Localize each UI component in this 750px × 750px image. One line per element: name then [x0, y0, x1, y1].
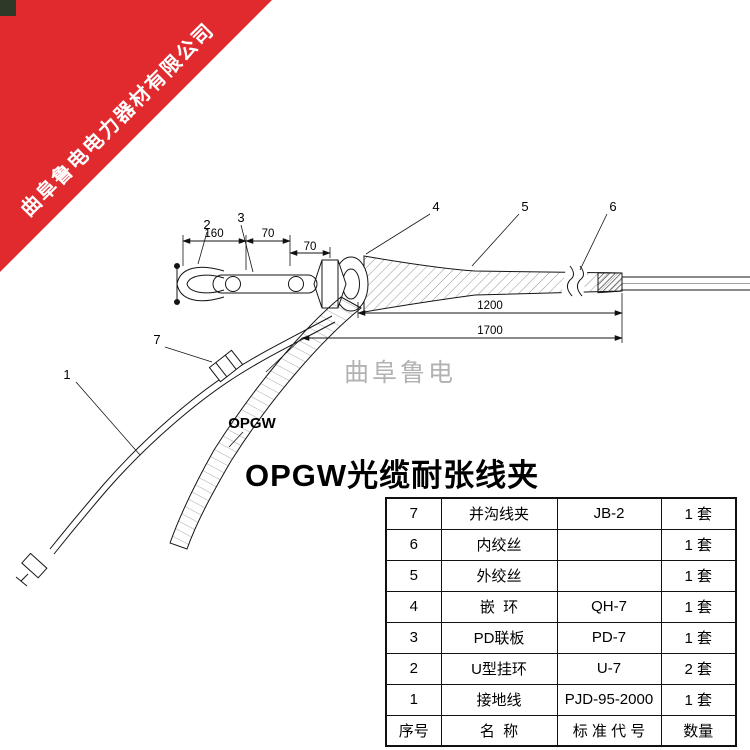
- cell-standard: [556, 528, 662, 561]
- dimension-1200: 1200: [477, 300, 503, 312]
- cell-no: 1: [385, 683, 442, 716]
- terminal-lug: [15, 552, 48, 587]
- dimension-1700: 1700: [477, 325, 503, 337]
- callout-3: 3: [237, 210, 244, 225]
- table-row: 1 接地线 PJD-95-2000 1 套: [385, 683, 737, 716]
- callout-1-leader: [75, 381, 141, 456]
- u-shackle: [174, 263, 225, 305]
- callout-4-leader: [365, 213, 431, 255]
- opgw-label: OPGW: [228, 415, 276, 432]
- table-row: 2 U型挂环 U-7 2 套: [385, 652, 737, 685]
- cell-name: 并沟线夹: [440, 497, 558, 530]
- header-no: 序号: [385, 714, 442, 747]
- callout-1: 1: [63, 367, 70, 382]
- cell-no: 3: [385, 621, 442, 654]
- callout-5: 5: [521, 199, 528, 214]
- callout-7: 7: [153, 332, 160, 347]
- dimension-lines: [182, 238, 623, 341]
- cell-standard: QH-7: [556, 590, 662, 623]
- ground-wire: [49, 315, 336, 555]
- cell-qty: 1 套: [660, 683, 737, 716]
- drawing-title: OPGW光缆耐张线夹: [245, 458, 540, 493]
- link-plate: [212, 274, 318, 294]
- cell-no: 6: [385, 528, 442, 561]
- header-qty: 数量: [660, 714, 737, 747]
- cell-standard: [556, 559, 662, 592]
- dimension-70b: 70: [304, 241, 317, 253]
- callout-3-leader: [240, 224, 254, 273]
- opgw-cable: [622, 276, 750, 291]
- helical-rods: [363, 255, 623, 313]
- corner-chip: [0, 0, 16, 16]
- opgw-label-leader: [228, 431, 244, 448]
- cell-name: 内绞丝: [440, 528, 558, 561]
- cell-name: 嵌 环: [440, 590, 558, 623]
- callout-7-leader: [164, 346, 213, 363]
- dimension-160: 160: [204, 228, 223, 240]
- cell-name: 接地线: [440, 683, 558, 716]
- cell-qty: 2 套: [660, 652, 737, 685]
- callout-6-leader: [579, 213, 608, 271]
- cell-qty: 1 套: [660, 559, 737, 592]
- callout-2-leader: [197, 231, 208, 265]
- cell-qty: 1 套: [660, 621, 737, 654]
- cable-band: [169, 296, 362, 550]
- table-row: 4 嵌 环 QH-7 1 套: [385, 590, 737, 623]
- cell-no: 5: [385, 559, 442, 592]
- callout-6: 6: [609, 199, 616, 214]
- cell-no: 4: [385, 590, 442, 623]
- callout-leaders: [75, 213, 608, 456]
- cell-qty: 1 套: [660, 497, 737, 530]
- cell-standard: PD-7: [556, 621, 662, 654]
- cell-standard: U-7: [556, 652, 662, 685]
- cell-no: 7: [385, 497, 442, 530]
- cell-standard: JB-2: [556, 497, 662, 530]
- callout-5-leader: [471, 213, 520, 267]
- table-row: 5 外绞丝 1 套: [385, 559, 737, 592]
- header-name: 名 称: [440, 714, 558, 747]
- table-header-row: 序号 名 称 标 准 代 号 数量: [385, 714, 737, 747]
- header-standard: 标 准 代 号: [556, 714, 662, 747]
- table-row: 3 PD联板 PD-7 1 套: [385, 621, 737, 654]
- callout-2: 2: [203, 217, 210, 232]
- table-row: 6 内绞丝 1 套: [385, 528, 737, 561]
- cell-name: 外绞丝: [440, 559, 558, 592]
- callout-4: 4: [432, 199, 439, 214]
- cell-name: PD联板: [440, 621, 558, 654]
- watermark-text: 曲阜鲁电: [344, 359, 456, 387]
- dimension-70a: 70: [262, 228, 275, 240]
- bom-table: 7 并沟线夹 JB-2 1 套 6 内绞丝 1 套 5 外绞丝 1 套 4 嵌 …: [385, 497, 737, 747]
- table-row: 7 并沟线夹 JB-2 1 套: [385, 497, 737, 530]
- cell-no: 2: [385, 652, 442, 685]
- cell-standard: PJD-95-2000: [556, 683, 662, 716]
- cell-qty: 1 套: [660, 528, 737, 561]
- parallel-groove-clamp: [208, 349, 244, 383]
- cell-name: U型挂环: [440, 652, 558, 685]
- cell-qty: 1 套: [660, 590, 737, 623]
